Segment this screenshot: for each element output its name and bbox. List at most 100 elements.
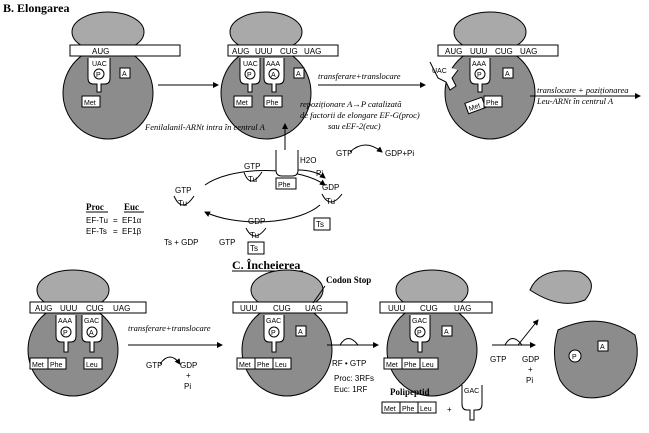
amino-acid-phe: Phe: [486, 100, 499, 107]
tu-label: Tu: [248, 175, 257, 184]
amino-acid-met: Met: [468, 102, 481, 113]
gtp-label: GTP: [146, 361, 162, 370]
pi-label: Pi: [526, 376, 533, 385]
svg-text:=: =: [113, 227, 118, 236]
amino-acid-phe: Phe: [257, 362, 270, 369]
gdp-label: GDP: [248, 217, 265, 226]
amino-acid-leu: Leu: [86, 362, 98, 369]
codon: AUG: [232, 47, 249, 56]
site-a: A: [600, 344, 605, 351]
ribosome-3: AUG UUU CUG UAG UAC AAA P A Met Phe: [429, 11, 559, 140]
amino-acid-phe: Phe: [278, 182, 291, 189]
codon: UAG: [454, 304, 471, 313]
site-a: A: [296, 71, 301, 78]
table-cell: EF1β: [122, 227, 142, 236]
ribosome-1: AUG UAC P A Met: [62, 11, 181, 140]
anticodon: GAC: [84, 318, 99, 325]
anticodon: AAA: [266, 61, 280, 68]
amino-acid-met: Met: [386, 362, 398, 369]
site-p: P: [247, 72, 252, 79]
ribosome-4: AUG UUU CUG UAG AAA P GAC A Met Phe Leu: [27, 269, 147, 397]
amino-acid-phe: Phe: [50, 362, 63, 369]
anticodon: UAC: [432, 68, 447, 75]
anticodon: UAC: [92, 61, 107, 68]
gdp-label: GDP: [522, 355, 539, 364]
site-a: A: [89, 330, 94, 337]
amino-acid-leu: Leu: [420, 406, 432, 413]
codon: CUG: [273, 304, 291, 313]
codon: CUG: [420, 304, 438, 313]
amino-acid-met: Met: [239, 362, 251, 369]
amino-acid-phe: Phe: [266, 100, 279, 107]
table-cell: EF-Ts: [86, 227, 107, 236]
anticodon: GAC: [412, 318, 427, 325]
amino-acid-met: Met: [384, 406, 396, 413]
codon: CUG: [495, 47, 513, 56]
site-a: A: [122, 71, 127, 78]
euc-rf-label: Euc: 1RF: [334, 385, 367, 394]
svg-text:+: +: [528, 365, 533, 374]
caption-transfer: transferare+translocare: [318, 71, 401, 81]
factor-table: Proc Euc EF-Tu = EF1α EF-Ts = EF1β: [86, 202, 144, 236]
codon: UAG: [113, 304, 130, 313]
table-head-euc: Euc: [124, 202, 139, 212]
site-p: P: [417, 330, 422, 337]
gdp-label: GDP: [180, 361, 197, 370]
table-head-proc: Proc: [86, 202, 104, 212]
site-p: P: [96, 72, 101, 79]
gtp-label: GTP: [175, 186, 191, 195]
codon: AUG: [445, 47, 462, 56]
codon: UUU: [60, 304, 78, 313]
anticodon: AAA: [58, 318, 72, 325]
gdp-label: GDP: [322, 183, 339, 192]
site-a: A: [271, 72, 276, 79]
codon: UUU: [255, 47, 273, 56]
table-cell: EF1α: [122, 216, 142, 225]
codon: UAG: [304, 47, 321, 56]
caption-phe-center: Fenilalanil-ARNt intra în centrul A: [144, 122, 266, 132]
gtp-label: GTP: [336, 149, 352, 158]
svg-text:+: +: [186, 371, 191, 380]
codon: AUG: [92, 47, 109, 56]
ribosome-2: AUG UUU CUG UAG UAC P AAA A A Met Phe: [220, 11, 339, 140]
proc-rfs-label: Proc: 3RFs: [334, 374, 374, 383]
codon: UUU: [470, 47, 488, 56]
anticodon: GAC: [266, 318, 281, 325]
site-a: A: [505, 71, 510, 78]
amino-acid-phe: Phe: [402, 406, 415, 413]
amino-acid-met: Met: [32, 362, 44, 369]
ef-tu-cycle: GTP Tu Phe H2O Pi GDP Tu GTP Tu Ts GDP T…: [164, 150, 343, 255]
codon: CUG: [280, 47, 298, 56]
codon: CUG: [86, 304, 104, 313]
ribosome-6: UUU CUG UAG GAC P A Met Phe Leu: [379, 269, 493, 397]
caption-reposition-1: repoziționare A→P catalizată: [300, 99, 402, 109]
gtp-label: GTP: [244, 162, 260, 171]
codon: UAG: [520, 47, 537, 56]
table-cell: EF-Tu: [86, 216, 108, 225]
codon: UAG: [305, 304, 322, 313]
gtp-label: GTP: [219, 238, 235, 247]
ts-label: Ts: [316, 220, 324, 229]
ts-label: Ts: [250, 244, 258, 253]
anticodon: UAC: [243, 61, 258, 68]
amino-acid-leu: Leu: [275, 362, 287, 369]
site-a: A: [444, 329, 449, 336]
codon: UUU: [240, 304, 258, 313]
caption-reposition-3: sau eEF-2(euc): [328, 121, 381, 131]
svg-text:+: +: [447, 405, 452, 414]
gdp-pi-label: GDP+Pi: [385, 149, 414, 158]
caption-translocation-2: Leu-ARNt în centrul A: [536, 96, 614, 106]
amino-acid-phe: Phe: [404, 362, 417, 369]
site-p: P: [477, 72, 482, 79]
codon: AUG: [35, 304, 52, 313]
polipeptid-label: Polipeptid: [390, 387, 430, 397]
ribosome-5: UUU CUG UAG GAC P A Met Phe Leu: [232, 269, 348, 397]
mrna-strand: [69, 44, 181, 57]
tu-label: Tu: [178, 199, 187, 208]
tu-label: Tu: [250, 231, 259, 240]
rf-gtp-label: RF • GTP: [332, 359, 366, 368]
anticodon: GAC: [464, 388, 479, 395]
free-small-subunit: [529, 270, 592, 304]
amino-acid-met: Met: [236, 100, 248, 107]
